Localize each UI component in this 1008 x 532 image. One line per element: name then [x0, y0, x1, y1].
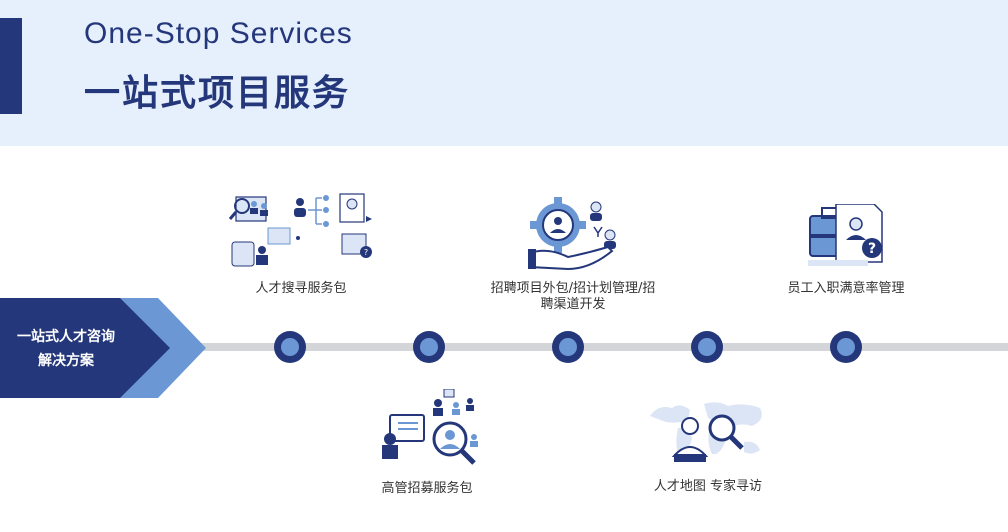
- solution-label: 一站式人才咨询 解决方案: [0, 325, 132, 373]
- solution-arrow: [0, 298, 206, 398]
- timeline-node-3: [552, 331, 584, 363]
- solution-line-2: 解决方案: [38, 353, 94, 369]
- header-banner: One-Stop Services 一站式项目服务: [0, 0, 1008, 146]
- onboarding-briefcase-icon: ?: [808, 204, 883, 266]
- service-label-recruitment-line-1: 招聘项目外包/招计划管理/招: [490, 281, 656, 296]
- svg-text:?: ?: [868, 241, 876, 257]
- svg-text:?: ?: [364, 248, 368, 257]
- timeline-node-2: [413, 331, 445, 363]
- recruitment-gear-icon: [528, 197, 616, 271]
- service-label-talent-map: 人才地图 专家寻访: [653, 479, 763, 494]
- title-english: One-Stop Services: [84, 17, 353, 50]
- service-label-recruitment-line-2: 聘渠道开发: [540, 297, 606, 312]
- timeline-node-4: [691, 331, 723, 363]
- service-label-executive-search: 高管招募服务包: [381, 481, 473, 496]
- solution-line-1: 一站式人才咨询: [17, 329, 115, 345]
- timeline-node-5: [830, 331, 862, 363]
- timeline-node-1: [274, 331, 306, 363]
- talent-map-icon: [650, 402, 762, 462]
- service-label-onboarding: 员工入职满意率管理: [787, 281, 905, 296]
- title-chinese: 一站式项目服务: [84, 73, 351, 114]
- executive-search-icon: [382, 389, 478, 465]
- talent-search-icon: ?: [228, 193, 372, 267]
- header-accent-bar: [0, 18, 22, 114]
- service-label-talent-search: 人才搜寻服务包: [255, 281, 347, 296]
- service-label-recruitment: 招聘项目外包/招计划管理/招 聘渠道开发: [478, 281, 668, 313]
